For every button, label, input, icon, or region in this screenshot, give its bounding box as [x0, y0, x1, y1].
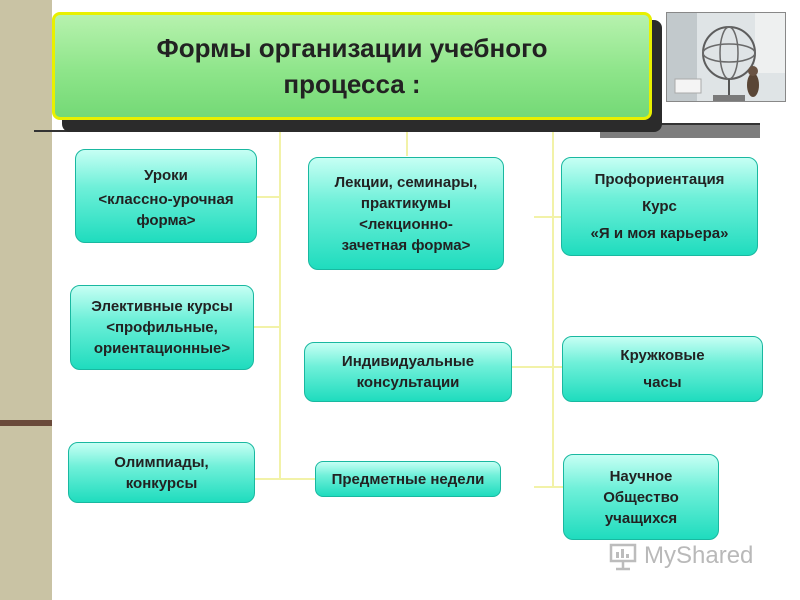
node-lessons-line-3: форма>	[136, 211, 196, 229]
node-career-line-1: Профориентация	[594, 171, 725, 188]
node-consultations: Индивидуальные консультации	[304, 342, 512, 402]
title-banner: Формы организации учебного процесса :	[52, 12, 652, 120]
node-clubs-line-1: Кружковые	[620, 347, 705, 364]
left-decorative-strip	[0, 0, 52, 600]
left-strip-accent	[0, 420, 52, 426]
node-electives-line-2: <профильные,	[106, 319, 218, 336]
node-subject-weeks-line-1: Предметные недели	[331, 470, 485, 488]
presentation-icon	[609, 543, 637, 571]
node-lectures-line-2: практикумы	[360, 194, 452, 212]
connector-vertical-left	[279, 120, 281, 480]
node-olympiads-line-2: конкурсы	[125, 474, 198, 492]
node-lessons-line-1: Уроки	[144, 166, 188, 184]
node-olympiads-line-1: Олимпиады,	[114, 453, 209, 471]
node-lectures: Лекции, семинары, практикумы <лекционно-…	[308, 157, 504, 270]
node-society-line-2: Общество	[603, 488, 679, 506]
watermark: MyShared	[608, 538, 753, 574]
connector-consultations	[510, 366, 564, 368]
connector-subject-weeks	[280, 478, 316, 480]
node-career: Профориентация Курс «Я и моя карьера»	[561, 157, 758, 256]
node-clubs: Кружковые часы	[562, 336, 763, 402]
node-lectures-line-4: зачетная форма>	[341, 236, 471, 254]
node-lectures-line-1: Лекции, семинары,	[334, 173, 478, 191]
title-line-2: процесса :	[283, 69, 421, 99]
divider-line-left	[34, 130, 78, 132]
node-society-line-3: учащихся	[604, 509, 678, 527]
watermark-text: MyShared	[644, 542, 754, 569]
node-electives-line-1: Элективные курсы	[91, 298, 233, 315]
node-society: Научное Общество учащихся	[563, 454, 719, 540]
node-consultations-line-1: Индивидуальные	[341, 353, 475, 370]
connector-vertical-center	[406, 120, 408, 156]
node-lessons-line-2: <классно-урочная	[98, 190, 234, 208]
node-subject-weeks: Предметные недели	[315, 461, 501, 497]
connector-olympiads	[254, 478, 280, 480]
divider-line-right	[600, 123, 760, 125]
node-society-line-1: Научное	[609, 467, 673, 485]
connector-society	[534, 486, 564, 488]
connector-vertical-right	[552, 120, 554, 488]
node-consultations-line-2: консультации	[356, 374, 460, 391]
node-electives: Элективные курсы <профильные, ориентацио…	[70, 285, 254, 370]
connector-career	[534, 216, 562, 218]
node-career-line-3: «Я и моя карьера»	[590, 225, 729, 242]
node-electives-line-3: ориентационные>	[93, 340, 231, 357]
illustration-photo	[666, 12, 786, 102]
node-olympiads: Олимпиады, конкурсы	[68, 442, 255, 503]
connector-electives	[252, 326, 280, 328]
connector-lessons	[256, 196, 280, 198]
title-line-1: Формы организации учебного	[156, 33, 548, 63]
node-lessons: Уроки <классно-урочная форма>	[75, 149, 257, 243]
node-clubs-line-2: часы	[643, 374, 682, 391]
node-career-line-2: Курс	[642, 198, 677, 215]
node-lectures-line-3: <лекционно-	[359, 215, 453, 233]
